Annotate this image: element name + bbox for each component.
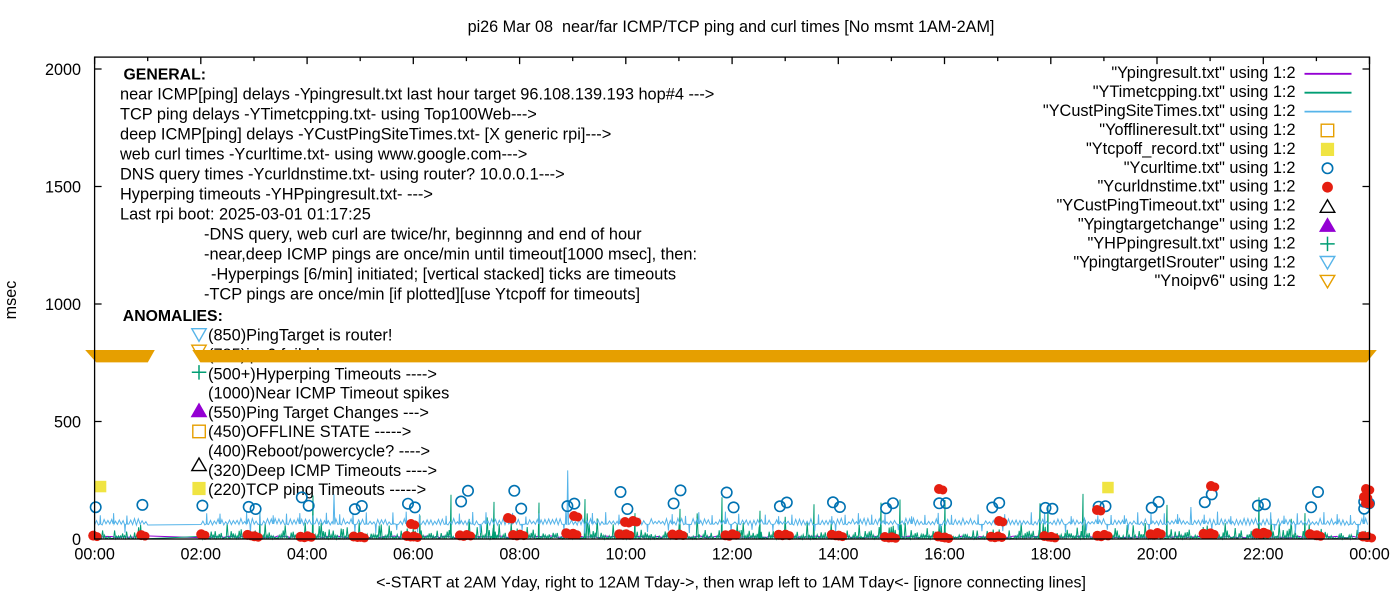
svg-text:"Ycurldnstime.txt" using 1:2: "Ycurldnstime.txt" using 1:2 (1098, 178, 1296, 196)
svg-text:00:00: 00:00 (74, 545, 115, 563)
svg-text:12:00: 12:00 (712, 545, 753, 563)
svg-text:"Ypingresult.txt" using 1:2: "Ypingresult.txt" using 1:2 (1111, 64, 1295, 82)
svg-text:1500: 1500 (45, 178, 81, 196)
svg-text:ANOMALIES:: ANOMALIES: (123, 308, 223, 325)
svg-text:(550)Ping Target Changes --->: (550)Ping Target Changes ---> (208, 404, 429, 422)
svg-text:Last rpi boot: 2025-03-01 01:1: Last rpi boot: 2025-03-01 01:17:25 (120, 206, 371, 224)
svg-text:(1000)Near ICMP Timeout spikes: (1000)Near ICMP Timeout spikes (208, 385, 449, 403)
svg-text:"YTimetcpping.txt" using 1:2: "YTimetcpping.txt" using 1:2 (1093, 83, 1296, 101)
svg-text:-DNS query, web curl are twice: -DNS query, web curl are twice/hr, begin… (204, 226, 642, 244)
svg-text:16:00: 16:00 (924, 545, 965, 563)
svg-text:500: 500 (54, 413, 81, 431)
svg-text:"YCustPingTimeout.txt" using 1: "YCustPingTimeout.txt" using 1:2 (1056, 197, 1295, 215)
svg-text:(220)TCP ping Timeouts ----->: (220)TCP ping Timeouts -----> (208, 481, 426, 499)
svg-text:10:00: 10:00 (606, 545, 647, 563)
svg-text:00:00: 00:00 (1349, 545, 1390, 563)
svg-text:06:00: 06:00 (393, 545, 434, 563)
svg-text:(400)Reboot/powercycle? ---->: (400)Reboot/powercycle? ----> (208, 443, 430, 461)
svg-text:18:00: 18:00 (1031, 545, 1072, 563)
svg-text:-Hyperpings [6/min] initiated;: -Hyperpings [6/min] initiated; [vertical… (211, 266, 676, 284)
svg-text:-near,deep ICMP pings are once: -near,deep ICMP pings are once/min until… (204, 246, 697, 264)
svg-text:deep ICMP[ping] delays -YCustP: deep ICMP[ping] delays -YCustPingSiteTim… (120, 126, 611, 144)
svg-text:22:00: 22:00 (1243, 545, 1284, 563)
svg-text:04:00: 04:00 (287, 545, 328, 563)
svg-text:14:00: 14:00 (818, 545, 859, 563)
svg-text:0: 0 (72, 531, 81, 549)
svg-text:-TCP pings are once/min [if pl: -TCP pings are once/min [if plotted][use… (204, 286, 640, 304)
svg-text:msec: msec (2, 281, 20, 320)
svg-text:GENERAL:: GENERAL: (124, 67, 207, 84)
svg-text:"Ynoipv6" using 1:2: "Ynoipv6" using 1:2 (1155, 272, 1296, 290)
svg-text:"Yofflineresult.txt" using 1:2: "Yofflineresult.txt" using 1:2 (1099, 121, 1295, 139)
svg-text:"Ycurltime.txt" using 1:2: "Ycurltime.txt" using 1:2 (1124, 159, 1296, 177)
svg-text:1000: 1000 (45, 296, 81, 314)
svg-text:(850)PingTarget is router!: (850)PingTarget is router! (208, 327, 392, 345)
svg-text:"Ypingtargetchange" using 1:2: "Ypingtargetchange" using 1:2 (1078, 216, 1296, 234)
svg-text:web curl times -Ycurltime.txt-: web curl times -Ycurltime.txt- using www… (119, 146, 527, 164)
svg-text:(450)OFFLINE STATE ----->: (450)OFFLINE STATE -----> (208, 423, 411, 441)
svg-text:(320)Deep ICMP Timeouts ---->: (320)Deep ICMP Timeouts ----> (208, 462, 437, 480)
svg-text:"YCustPingSiteTimes.txt" using: "YCustPingSiteTimes.txt" using 1:2 (1043, 102, 1296, 120)
svg-text:2000: 2000 (45, 61, 81, 79)
svg-text:"Ytcpoff_record.txt" using 1:2: "Ytcpoff_record.txt" using 1:2 (1086, 140, 1295, 158)
svg-text:Hyperping timeouts -YHPpingres: Hyperping timeouts -YHPpingresult.txt- -… (120, 186, 433, 204)
svg-text:DNS query times -Ycurldnstime.: DNS query times -Ycurldnstime.txt- using… (120, 166, 565, 184)
svg-text:TCP ping delays -YTimetcpping.: TCP ping delays -YTimetcpping.txt- using… (120, 106, 537, 124)
svg-text:near ICMP[ping] delays -Ypingr: near ICMP[ping] delays -Ypingresult.txt … (120, 86, 714, 104)
svg-text:"YpingtargetISrouter" using 1:: "YpingtargetISrouter" using 1:2 (1073, 253, 1295, 271)
svg-text:"YHPpingresult.txt" using 1:2: "YHPpingresult.txt" using 1:2 (1088, 234, 1296, 252)
svg-text:<-START at 2AM Yday, right to: <-START at 2AM Yday, right to 12AM Tday-… (376, 575, 1086, 592)
svg-text:pi26 Mar 08 near/far ICMP/TCP: pi26 Mar 08 near/far ICMP/TCP ping and c… (468, 18, 995, 36)
svg-text:02:00: 02:00 (181, 545, 222, 563)
svg-text:(500+)Hyperping Timeouts ---->: (500+)Hyperping Timeouts ----> (208, 365, 437, 383)
svg-text:20:00: 20:00 (1137, 545, 1178, 563)
svg-text:08:00: 08:00 (499, 545, 540, 563)
